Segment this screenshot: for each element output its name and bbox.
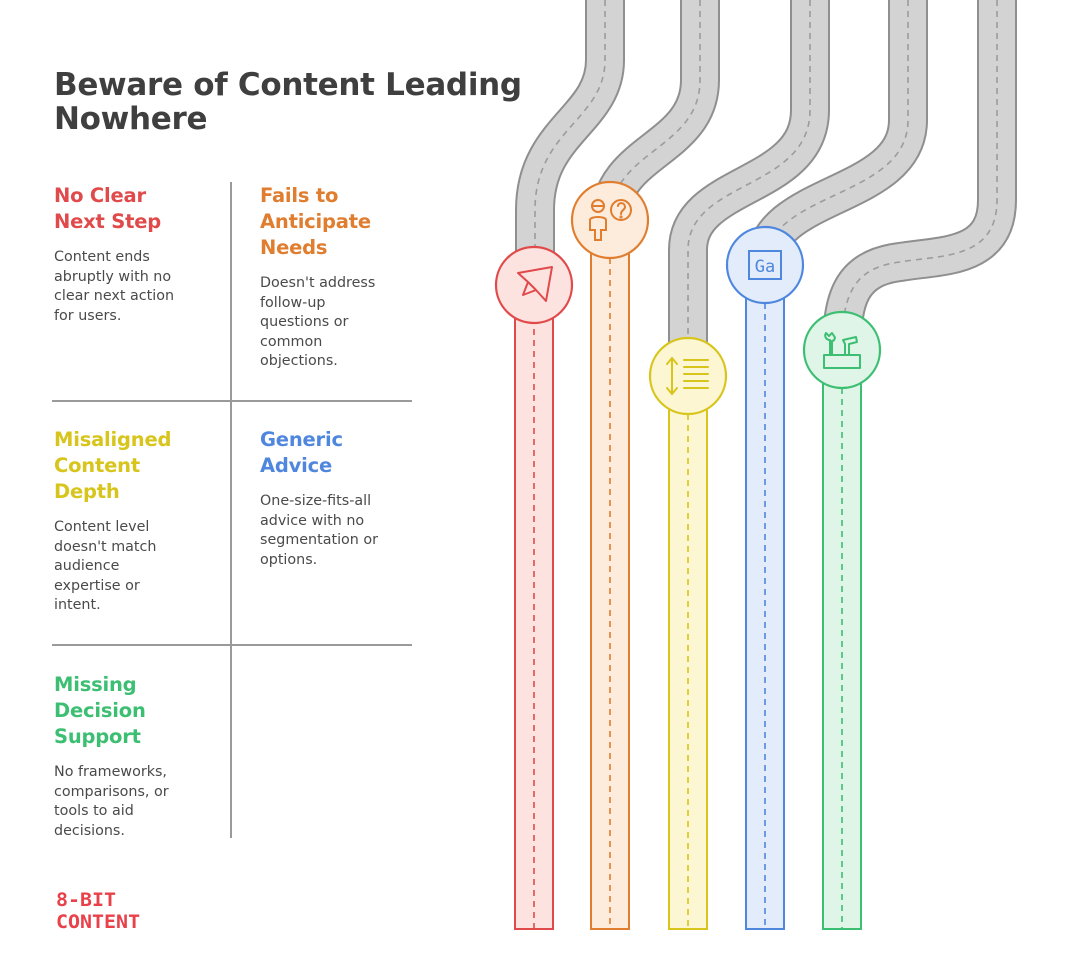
- lane-red: [514, 284, 554, 930]
- grid-divider-vertical: [230, 182, 232, 838]
- road-1: [515, 0, 625, 285]
- grid-divider-horizontal-1: [52, 400, 412, 402]
- item-generic-advice: Generic Advice One-size-fits-all advice …: [260, 427, 430, 570]
- brand-logo: 8-BIT CONTENT: [56, 889, 141, 933]
- item-misaligned-content-depth: Misaligned Content Depth Content level d…: [54, 427, 224, 616]
- item-no-clear-next-step: No Clear Next Step Content ends abruptly…: [54, 183, 224, 326]
- airplane-icon: [494, 245, 574, 325]
- item-heading: No Clear Next Step: [54, 184, 161, 233]
- item-heading: Generic Advice: [260, 428, 343, 477]
- grid-divider-horizontal-2: [52, 644, 412, 646]
- item-text: Content ends abruptly with no clear next…: [54, 249, 175, 324]
- item-fails-to-anticipate-needs: Fails to Anticipate Needs Doesn't addres…: [260, 183, 430, 372]
- font-glyph-icon: Ga: [725, 225, 805, 305]
- person-question-icon: [570, 180, 650, 260]
- item-heading: Missing Decision Support: [54, 673, 146, 748]
- item-text: Content level doesn't match audience exp…: [54, 519, 157, 613]
- text-height-icon: [648, 336, 728, 416]
- item-heading: Misaligned Content Depth: [54, 428, 172, 503]
- lane-yellow: [668, 375, 708, 930]
- lane-green: [822, 349, 862, 930]
- lane-blue: [745, 264, 785, 930]
- road-5: [822, 0, 1017, 351]
- toolbox-icon: [802, 310, 882, 390]
- page-title: Beware of Content Leading Nowhere: [54, 67, 522, 137]
- item-text: No frameworks, comparisons, or tools to …: [54, 764, 169, 839]
- road-3: [668, 0, 830, 375]
- lane-orange: [590, 217, 630, 930]
- item-missing-decision-support: Missing Decision Support No frameworks, …: [54, 672, 224, 841]
- item-text: Doesn't address follow-up questions or c…: [260, 275, 376, 369]
- item-text: One-size-fits-all advice with no segment…: [260, 493, 379, 568]
- font-glyph-label: Ga: [755, 257, 775, 277]
- item-heading: Fails to Anticipate Needs: [260, 184, 371, 259]
